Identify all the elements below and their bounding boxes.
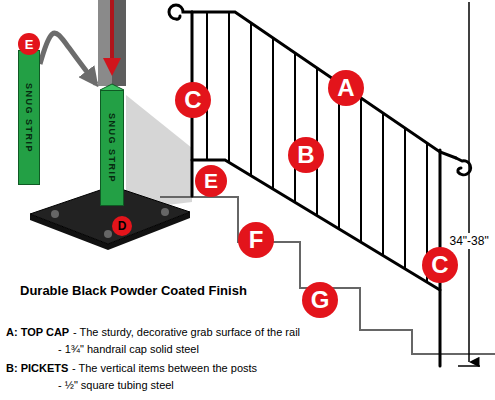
part-description: - The vertical items between the posts [72, 362, 257, 374]
callout-letter: E [18, 33, 40, 55]
callout-letter: B [288, 137, 324, 173]
callout-circle [175, 82, 211, 118]
callout-letter: D [112, 216, 132, 236]
finish-note: Durable Black Powder Coated Finish [20, 283, 247, 298]
callout-letter: G [302, 282, 338, 318]
callout-letter: C [422, 247, 458, 283]
callout-text: F [249, 226, 264, 254]
dimension-text: 34"-38" [448, 233, 491, 249]
picket [206, 12, 208, 160]
callout-text: A [337, 74, 354, 102]
callout-circle [195, 165, 227, 197]
picket [228, 12, 230, 162]
callout-circle [422, 247, 458, 283]
picket [338, 83, 340, 229]
picket [272, 38, 274, 189]
callout-text: E [25, 37, 34, 52]
callout-letter: E [195, 165, 227, 197]
callout-circle [288, 137, 324, 173]
dimension-line [458, 2, 480, 366]
callout-letter: F [238, 222, 274, 258]
curved-arrow [40, 33, 96, 84]
part-spec: - ½" square tubing steel [58, 379, 174, 391]
picket [250, 23, 252, 176]
callout-text: G [311, 286, 330, 314]
callout-circle [18, 33, 40, 55]
callout-text: B [297, 141, 314, 169]
part-description: - The sturdy, decorative grab surface of… [73, 326, 300, 338]
picket [382, 113, 384, 255]
callout-circle [112, 216, 132, 236]
picket [294, 53, 296, 202]
part-heading: A: TOP CAP [6, 326, 69, 338]
railing-frame [169, 5, 471, 366]
picket [360, 98, 362, 242]
callout-text: E [204, 169, 218, 193]
snug-strip: SNUG STRIP [100, 90, 124, 206]
callout-text: C [184, 86, 201, 114]
callout-letter: C [175, 82, 211, 118]
callout-circle [302, 282, 338, 318]
callout-text: D [118, 219, 127, 233]
picket [404, 128, 406, 269]
callout-circle [328, 70, 364, 106]
post-tube [98, 0, 126, 86]
pickets [207, 12, 427, 282]
callout-text: C [431, 251, 448, 279]
part-heading: B: PICKETS [6, 362, 68, 374]
part-spec: - 1¾" handrail cap solid steel [58, 343, 199, 355]
strip-label: SNUG STRIP [107, 113, 117, 183]
callout-circle [238, 222, 274, 258]
strip-label: SNUG STRIP [24, 82, 34, 152]
snug-strip: SNUG STRIP [18, 50, 40, 185]
callout-letter: A [328, 70, 364, 106]
